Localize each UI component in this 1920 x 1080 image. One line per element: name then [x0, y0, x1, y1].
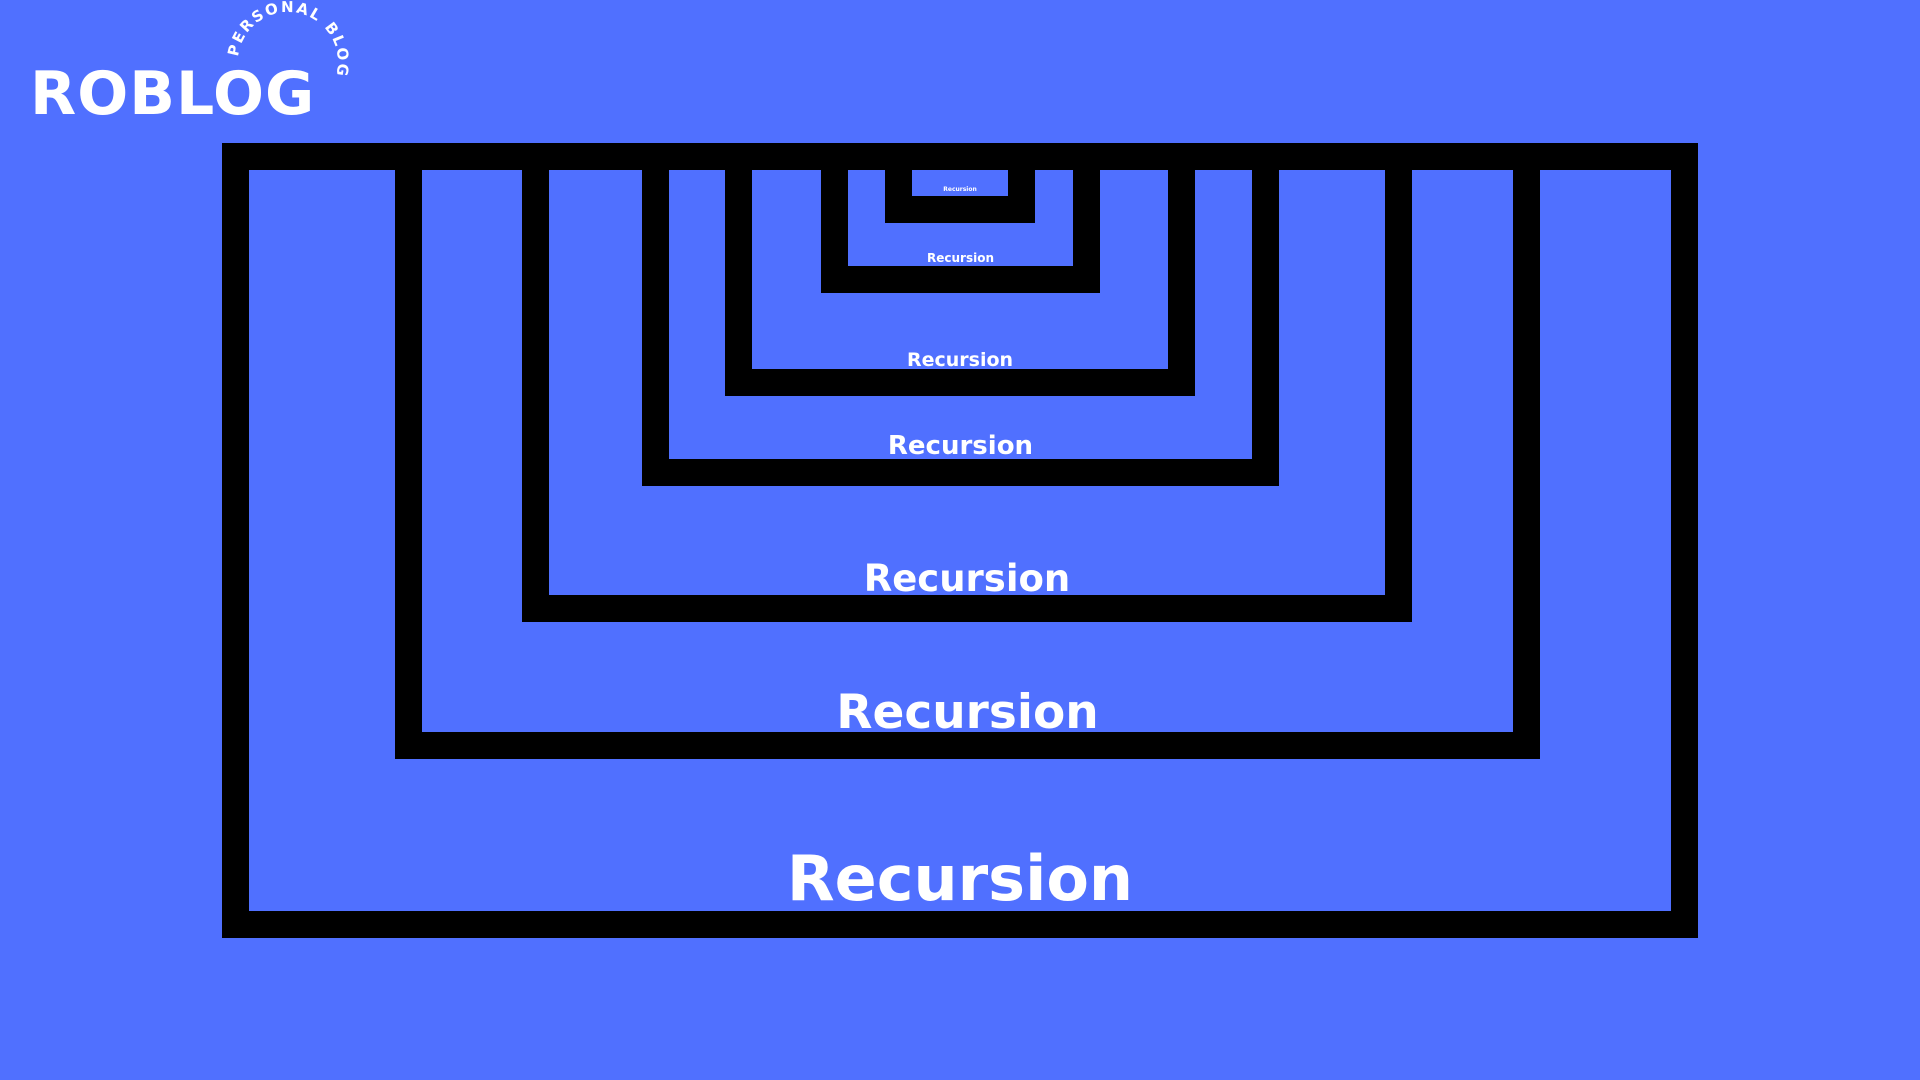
logo-tagline: PERSONAL BLOG	[224, 0, 350, 79]
recursion-label-level-5: Recursion	[906, 349, 1014, 371]
recursion-label-level-7: Recursion	[943, 186, 977, 193]
recursion-label-level-6: Recursion	[927, 251, 994, 265]
logo-wordmark: ROBLOG	[30, 59, 316, 129]
recursion-box-level-6: Recursion	[821, 143, 1100, 293]
recursion-label-level-2: Recursion	[836, 685, 1099, 740]
svg-text:PERSONAL BLOG: PERSONAL BLOG	[224, 0, 352, 79]
logo-tagline-arc: PERSONAL BLOG	[224, 0, 352, 79]
recursion-label-level-3: Recursion	[863, 557, 1071, 600]
roblog-logo: ROBLOG PERSONAL BLOG	[0, 0, 360, 140]
recursion-label-level-1: Recursion	[786, 842, 1134, 915]
recursion-label-level-4: Recursion	[887, 431, 1034, 461]
recursion-box-level-7: Recursion	[885, 143, 1035, 223]
